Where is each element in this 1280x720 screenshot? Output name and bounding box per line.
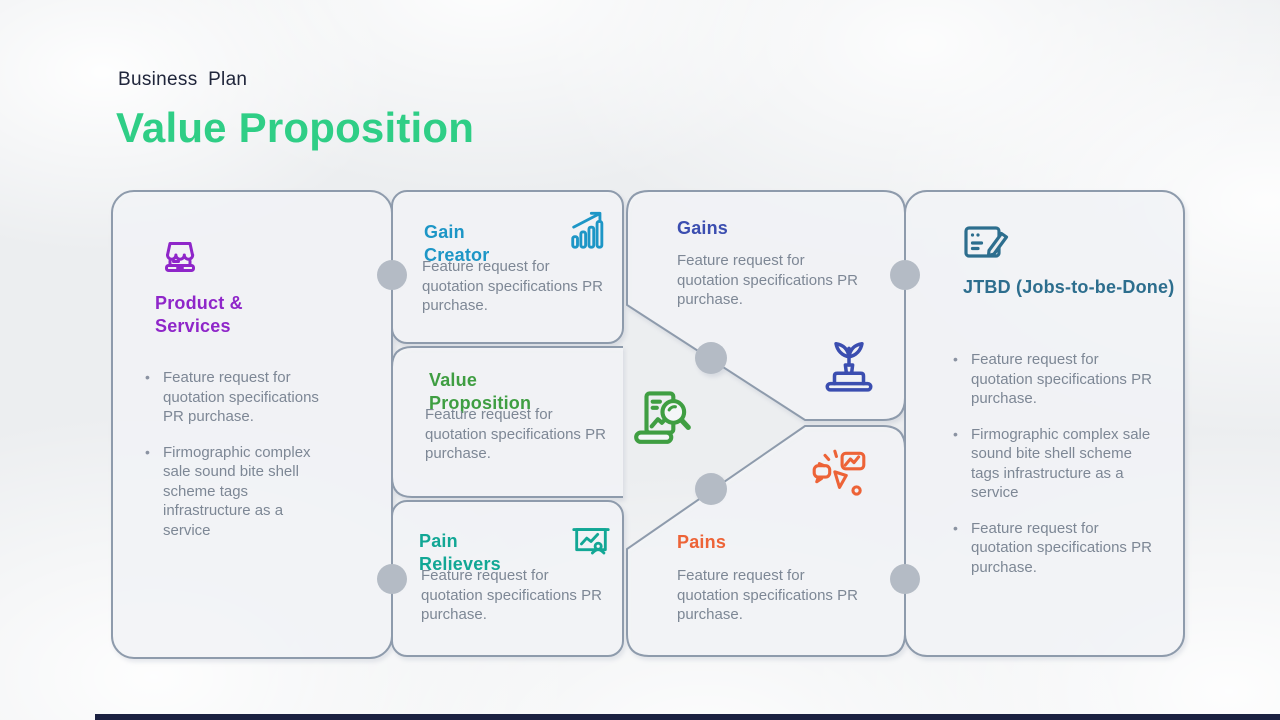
panel-title-value-proposition: Value Proposition [429, 370, 532, 413]
bullet-text: Feature request for quotation specificat… [971, 519, 1152, 576]
pains-body: Feature request for quotation specificat… [677, 567, 858, 623]
panel-title-jtbd: JTBD (Jobs-to-be-Done) [963, 277, 1175, 297]
panel-title-gains: Gains [677, 218, 729, 238]
value-proposition-body: Feature request for quotation specificat… [425, 406, 606, 462]
panel-title-gain-creator: Gain Creator [424, 222, 490, 265]
page-title: Value Proposition [116, 104, 475, 151]
presentation-chart-icon [570, 521, 612, 563]
storefront-icon [156, 234, 204, 282]
gain-creator-body: Feature request for quotation specificat… [422, 258, 603, 314]
bullet-text: Feature request for quotation specificat… [971, 351, 1152, 407]
list-item: Feature request for quotation specificat… [949, 519, 1156, 578]
list-item: Firmographic complex sale sound bite she… [949, 425, 1156, 503]
value-proposition-panel-fill [392, 347, 623, 497]
connector-node [890, 564, 920, 594]
value-proposition-panel-outline [391, 346, 623, 498]
connector-node [890, 260, 920, 290]
gains-panel-outline [626, 190, 906, 421]
bullet-text: Feature request for quotation specificat… [163, 369, 319, 425]
list-item: Feature request for quotation specificat… [141, 368, 328, 427]
connector-node [377, 260, 407, 290]
product-services-bullet-list: Feature request for quotation specificat… [141, 368, 328, 556]
pains-panel-outline [626, 425, 906, 657]
list-item: Firmographic complex sale sound bite she… [141, 443, 328, 541]
slide-eyebrow: Business Plan [118, 69, 248, 90]
document-search-icon [630, 381, 696, 447]
pain-relievers-body: Feature request for quotation specificat… [421, 567, 602, 623]
plant-growth-icon [820, 336, 878, 394]
jtbd-bullet-list: Feature request for quotation specificat… [949, 350, 1156, 593]
bullet-text: Firmographic complex sale sound bite she… [971, 425, 1151, 502]
connector-node [695, 473, 727, 505]
gains-body: Feature request for quotation specificat… [677, 252, 858, 308]
connector-node [695, 342, 727, 374]
growth-chart-icon [567, 209, 609, 251]
note-pen-icon [962, 221, 1014, 265]
footer-accent-bar [95, 714, 1280, 720]
panel-title-pain-relievers: Pain Relievers [419, 531, 501, 574]
panel-title-product-services: Product & Services [155, 293, 243, 336]
shatter-icon [808, 448, 870, 502]
list-item: Feature request for quotation specificat… [949, 350, 1156, 409]
panel-title-pains: Pains [677, 532, 727, 552]
connector-node [377, 564, 407, 594]
bullet-text: Firmographic complex sale sound bite she… [163, 443, 311, 539]
